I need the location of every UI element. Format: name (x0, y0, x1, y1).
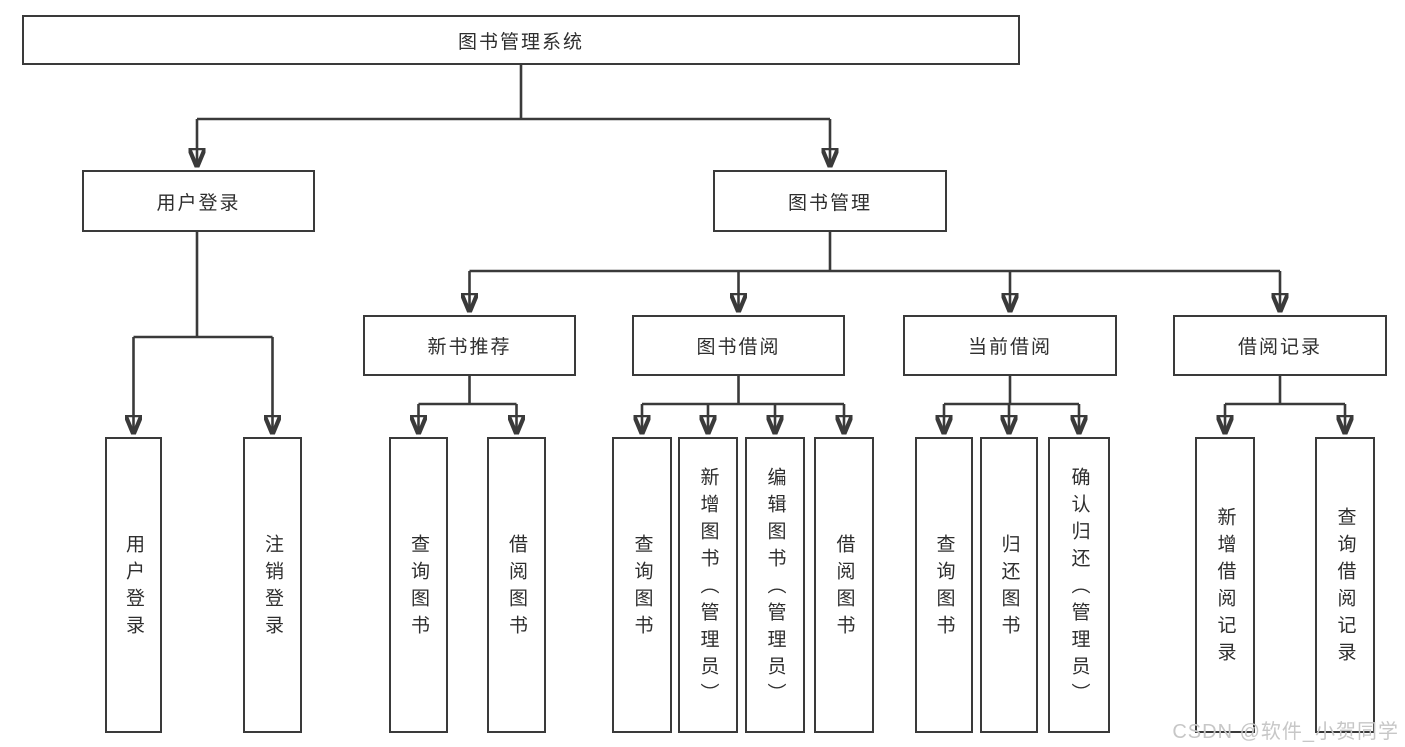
leaf-add-book-admin: 新增图书（管理员） (678, 437, 738, 733)
leaf-add-book-admin-label: 新增图书（管理员） (697, 466, 719, 710)
node-current-borrow: 当前借阅 (903, 315, 1117, 376)
node-current-borrow-label: 当前借阅 (967, 337, 1052, 358)
node-root: 图书管理系统 (22, 15, 1020, 65)
node-new-book-recommend: 新书推荐 (363, 315, 576, 376)
node-borrow-records: 借阅记录 (1173, 315, 1387, 376)
node-borrow-records-label: 借阅记录 (1237, 337, 1322, 358)
leaf-edit-book-admin: 编辑图书（管理员） (745, 437, 805, 733)
leaf-query-books-recommend: 查询图书 (389, 437, 448, 733)
leaf-query-books-recommend-label: 查询图书 (408, 534, 429, 642)
node-user-login-label: 用户登录 (156, 192, 241, 214)
leaf-add-borrow-record-label: 新增借阅记录 (1214, 507, 1236, 669)
leaf-user-login: 用户登录 (105, 437, 162, 733)
leaf-borrow-books-recommend-label: 借阅图书 (506, 534, 527, 642)
leaf-return-book: 归还图书 (980, 437, 1038, 733)
leaf-query-books-current: 查询图书 (915, 437, 973, 733)
leaf-query-borrow-record: 查询借阅记录 (1315, 437, 1375, 733)
leaf-edit-book-admin-label: 编辑图书（管理员） (764, 466, 786, 710)
leaf-confirm-return-admin-label: 确认归还（管理员） (1068, 466, 1090, 710)
leaf-add-borrow-record: 新增借阅记录 (1195, 437, 1255, 733)
node-book-borrow: 图书借阅 (632, 315, 845, 376)
leaf-borrow-books: 借阅图书 (814, 437, 874, 733)
leaf-return-book-label: 归还图书 (998, 534, 1020, 642)
node-book-management: 图书管理 (713, 170, 947, 232)
leaf-confirm-return-admin: 确认归还（管理员） (1048, 437, 1110, 733)
node-user-login: 用户登录 (82, 170, 315, 232)
node-root-label: 图书管理系统 (457, 31, 584, 53)
leaf-borrow-books-recommend: 借阅图书 (487, 437, 546, 733)
leaf-query-books-borrow: 查询图书 (612, 437, 672, 733)
watermark: CSDN @软件_小贺同学 (1172, 721, 1399, 743)
leaf-borrow-books-label: 借阅图书 (833, 534, 855, 642)
leaf-query-borrow-record-label: 查询借阅记录 (1334, 507, 1356, 669)
leaf-logout-label: 注销登录 (262, 534, 283, 642)
leaf-user-login-label: 用户登录 (123, 534, 144, 642)
node-book-borrow-label: 图书借阅 (696, 337, 781, 358)
leaf-logout: 注销登录 (243, 437, 302, 733)
node-new-book-recommend-label: 新书推荐 (427, 337, 512, 358)
leaf-query-books-current-label: 查询图书 (933, 534, 955, 642)
node-book-management-label: 图书管理 (787, 192, 872, 214)
leaf-query-books-borrow-label: 查询图书 (631, 534, 653, 642)
